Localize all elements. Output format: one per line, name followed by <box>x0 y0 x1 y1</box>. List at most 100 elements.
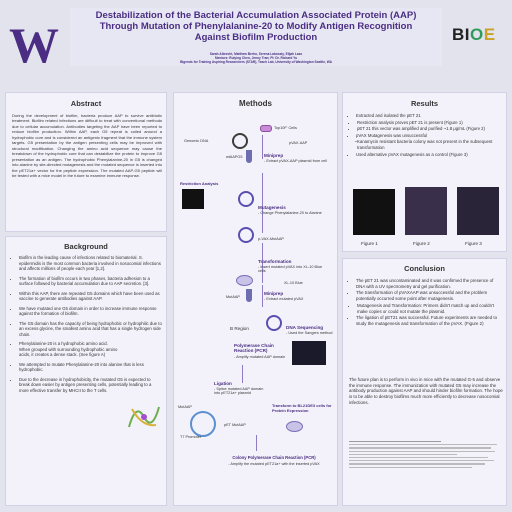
figure-1-caption: Figure 1 <box>361 241 378 246</box>
ligation-title: Ligation <box>214 381 232 386</box>
bioe-logo-o: O <box>470 25 484 44</box>
methods-panel: Methods Genomic DNA Top10F' Cells pVAX-A… <box>173 92 338 506</box>
results-title: Results <box>410 99 439 108</box>
figure-1-gel <box>353 189 395 235</box>
results-subitem: Kanamycin resistant bacteria colony was … <box>357 139 503 150</box>
results-subitem: Restriction analysis proves pET 21 is pr… <box>357 120 503 126</box>
affiliation: Bigends for Training Aspiring Researcher… <box>180 59 332 64</box>
figure-3-gel <box>457 187 499 235</box>
protein-structure-figure <box>128 406 160 428</box>
mentors: Mentors: Ruiying Chen, Jenny Tran; PI: D… <box>214 55 298 60</box>
results-item: Extracted and isolated the pET 21 <box>356 113 503 119</box>
results-item: pVAX Mutagenesis was unsuccessful <box>356 133 503 139</box>
pcr-desc: - Amplify mutated AAP domain <box>234 355 286 359</box>
flow-arrow <box>262 173 263 233</box>
background-item: Phenylalanine-20 is a hydrophobic amino … <box>19 341 119 358</box>
genomic-dna-label: Genomic DNA <box>184 139 209 143</box>
future-plan: The future plan is to perform in vivo in… <box>349 377 503 405</box>
background-item: We attempted to mutate Phenylalanine-20 … <box>19 362 162 373</box>
poster-title: Destabilization of the Bacterial Accumul… <box>70 10 442 43</box>
title-line-2: Through Mutation of Phenylalanine-20 to … <box>99 21 413 32</box>
mutaap-ligation-label: MutAAP <box>178 405 192 409</box>
xl10-label: XL-10 Blue <box>284 281 303 285</box>
pet-mut-plasmid-icon <box>190 411 216 437</box>
abstract-body: During the development of biofilm, bacte… <box>12 113 162 178</box>
transformation-desc: - Insert mutated pVAX into XL-10 Blue ce… <box>258 265 323 274</box>
conclusion-panel: Conclusion The pET 21 was uncontaminated… <box>342 258 507 506</box>
background-item: Due to the decrease in hydrophobicity, t… <box>19 377 162 394</box>
bl21-plate-icon <box>286 421 303 432</box>
miniprep2-title: Miniprep <box>264 291 284 296</box>
ligation-desc: - Splice mutated AAP domain into pET21a+… <box>214 387 264 396</box>
pvax-mut-plasmid-icon <box>238 227 254 243</box>
background-item: The G5 domain has the capacity of being … <box>19 321 162 338</box>
conclusion-list: The pET 21 was uncontaminated and it was… <box>349 278 503 330</box>
pvax-aap-plasmid-icon <box>232 133 248 149</box>
pet-mut-label: pET MutAAP <box>224 423 246 427</box>
figure-2-gel <box>405 187 447 235</box>
conclusion-item: The ligation of pET21 was successful. Fu… <box>356 315 503 326</box>
results-item: Used alternative pVAX mutagenesis as a c… <box>356 152 503 158</box>
miniprep2-desc: - Extract mutated pVAX <box>264 297 304 301</box>
figure-2-caption: Figure 2 <box>413 241 430 246</box>
author-block: Sarah Albrecht, Matthew Berho, Serena La… <box>70 52 442 65</box>
miniprep2-tube-icon <box>246 289 252 302</box>
dna-seq-desc: - Used the Sangers method <box>286 331 333 335</box>
colony-pcr-desc: - Amplify the mutated pET21a+ with the i… <box>228 462 320 466</box>
background-item: Biofilm is the leading cause of infectio… <box>19 255 162 272</box>
b-region-label: B Region <box>230 326 249 331</box>
background-title: Background <box>64 242 108 251</box>
dna-seq-plasmid-icon <box>266 315 282 331</box>
mutaap-label: MutAAP <box>226 295 240 299</box>
flow-arrow <box>256 435 257 451</box>
abstract-panel: Abstract During the development of biofi… <box>5 92 167 232</box>
pcr-title: Polymerase Chain Reaction (PCR) <box>234 343 274 353</box>
transformation-title: Transformation <box>258 259 292 264</box>
restriction-gel-image <box>182 189 204 209</box>
flow-arrow <box>242 365 243 383</box>
restriction-analysis-label: Restriction Analysis <box>180 181 219 186</box>
authors: Sarah Albrecht, Matthew Berho, Serena La… <box>209 52 303 56</box>
title-line-1: Destabilization of the Bacterial Accumul… <box>95 10 417 21</box>
figure-3-caption: Figure 3 <box>465 241 482 246</box>
pcr-gel-image <box>292 341 326 365</box>
bl21-title: Transform to BL21DE3 cells for Protein E… <box>272 403 332 413</box>
conclusion-item: The pET 21 was uncontaminated and it was… <box>356 278 503 289</box>
miniprep-title: Miniprep <box>264 153 284 158</box>
top10-label: Top10F' Cells <box>274 126 297 130</box>
flow-arrow <box>262 285 263 307</box>
flow-arrow <box>262 243 263 283</box>
mutagenesis-desc: - Change Phenylalanine-20 to Alanine <box>258 211 322 215</box>
bioe-logo: BIOE <box>452 25 496 45</box>
top10-cell-icon <box>260 125 272 132</box>
results-panel: Results Extracted and isolated the pET 2… <box>342 92 507 252</box>
background-panel: Background Biofilm is the leading cause … <box>5 236 167 506</box>
uw-logo: W <box>9 18 59 70</box>
wtaap-label: wtAAPG5 <box>226 155 243 159</box>
colony-pcr-title: Colony Polymerase Chain Reaction (PCR) <box>232 455 316 460</box>
methods-title: Methods <box>239 99 272 108</box>
dna-seq-title: DNA Sequencing <box>286 325 324 330</box>
title-line-3: Against Biofilm Production <box>194 32 318 43</box>
mutagenesis-plasmid-icon <box>238 191 254 207</box>
conclusion-item: The transformation of pVAXAAP was unsucc… <box>356 290 503 301</box>
miniprep-desc: - Extract pVAX-AAP plasmid from cell <box>264 159 327 163</box>
flow-arrow <box>262 135 263 159</box>
abstract-title: Abstract <box>70 99 102 108</box>
miniprep-tube-icon <box>246 150 252 163</box>
bioe-logo-e: E <box>483 25 496 44</box>
background-item: The formation of biofilm occurs in two p… <box>19 276 162 287</box>
t7-label: T7 Promoter <box>180 435 202 439</box>
conclusion-subitem: Mutagenesis and Transformation: Primers … <box>357 303 503 314</box>
background-item: We have mutated one G5 domain in order t… <box>19 306 162 317</box>
background-list: Biofilm is the leading cause of infectio… <box>12 255 162 397</box>
conclusion-title: Conclusion <box>404 264 445 273</box>
mutagenesis-title: Mutagenesis <box>258 205 286 210</box>
references-block <box>349 439 503 499</box>
background-item: Within this AAP, there are repeated G5 d… <box>19 291 162 302</box>
poster-header: Destabilization of the Bacterial Accumul… <box>70 8 442 66</box>
pvax-mut-label: p-VAX-MutAAP <box>258 237 284 241</box>
xl10-plate-icon <box>236 275 253 286</box>
uw-logo-letter: W <box>9 18 59 70</box>
pvax-aap-label: pVAX-AAP <box>289 141 308 145</box>
